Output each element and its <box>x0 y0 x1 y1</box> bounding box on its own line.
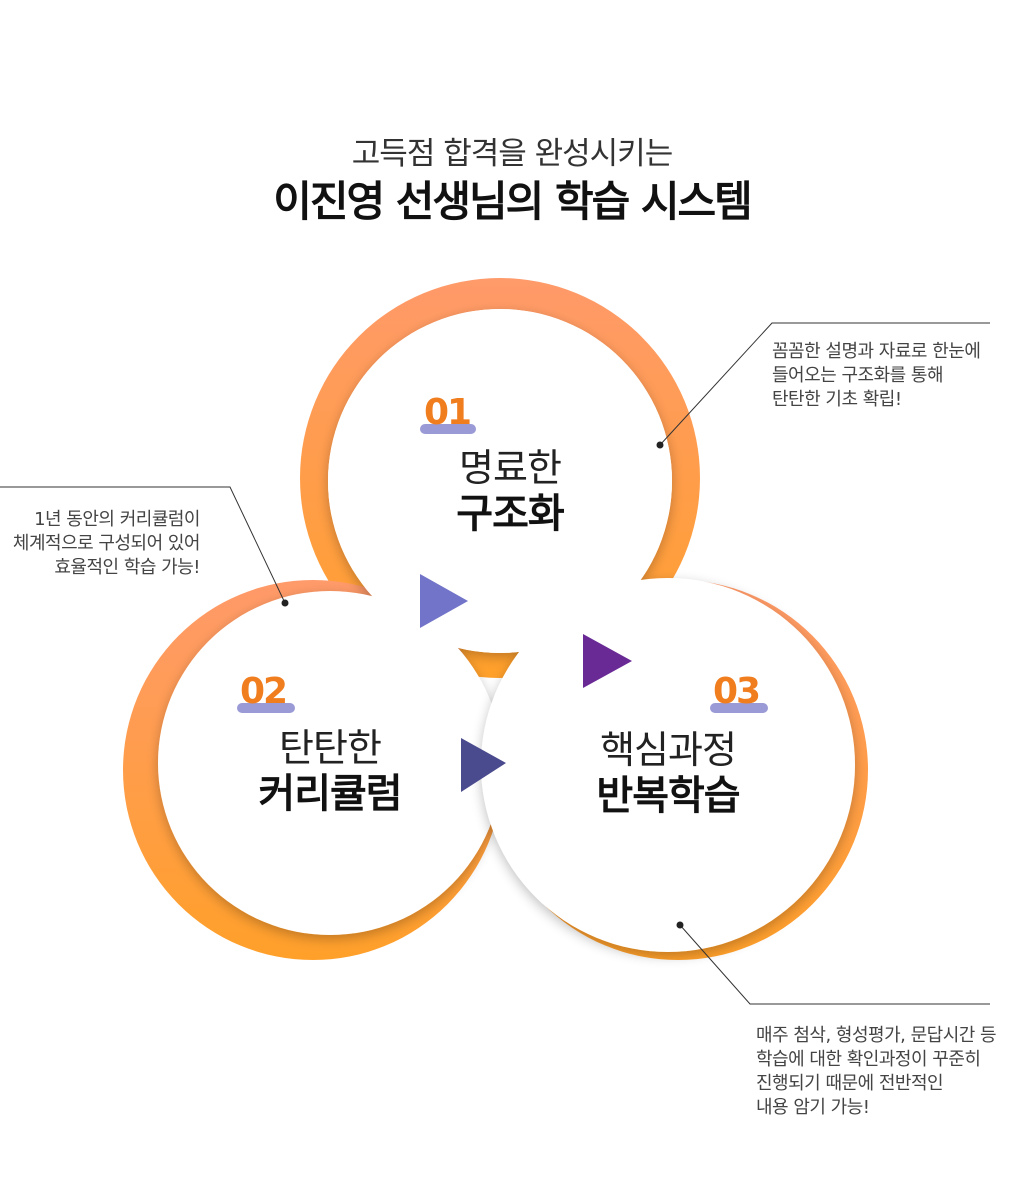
note-structure-line: 탄탄한 기초 확립! <box>772 389 902 410</box>
step-2-label: 탄탄한 커리큘럼 <box>200 726 460 818</box>
note-structure-line: 들어오는 구조화를 통해 <box>772 365 944 386</box>
step-2-title-line2: 커리큘럼 <box>258 771 402 817</box>
leader-lines <box>0 322 990 1005</box>
page-subtitle: 고득점 합격을 완성시키는 <box>351 136 673 172</box>
leader-dot-structure <box>656 441 664 449</box>
step-1-title-line1: 명료한 <box>459 446 562 490</box>
note-curriculum: 1년 동안의 커리큘럼이 체계적으로 구성되어 있어 효율적인 학습 가능! <box>12 508 201 580</box>
play-arrow-icon <box>420 574 468 628</box>
step-2-number: 02 <box>240 671 288 712</box>
step-3-number: 03 <box>713 671 761 712</box>
leader-line-repetition <box>679 924 990 1005</box>
leader-dot-repetition <box>676 921 684 929</box>
step-2-title-line1: 탄탄한 <box>279 726 382 770</box>
leader-line-curriculum <box>0 486 286 604</box>
note-repetition: 매주 첨삭, 형성평가, 문답시간 등 학습에 대한 확인과정이 꾸준히 진행되… <box>756 1024 997 1120</box>
note-curriculum-line: 효율적인 학습 가능! <box>54 557 200 578</box>
note-repetition-line: 학습에 대한 확인과정이 꾸준히 <box>756 1049 981 1070</box>
circle-repetition <box>481 578 855 952</box>
leader-line-structure <box>659 322 990 446</box>
note-repetition-line: 내용 암기 가능! <box>756 1097 870 1118</box>
note-repetition-line: 진행되기 때문에 전반적인 <box>756 1073 944 1094</box>
page-title: 이진영 선생님의 학습 시스템 <box>273 177 753 226</box>
step-3-title-line1: 핵심과정 <box>600 728 737 772</box>
note-structure: 꼼꼼한 설명과 자료로 한눈에 들어오는 구조화를 통해 탄탄한 기초 확립! <box>772 340 981 412</box>
step-3-label: 핵심과정 반복학습 <box>538 728 798 820</box>
note-repetition-line: 매주 첨삭, 형성평가, 문답시간 등 <box>756 1025 997 1046</box>
note-curriculum-line: 1년 동안의 커리큘럼이 <box>34 509 200 530</box>
play-arrow-icon <box>461 738 506 792</box>
inner-circles <box>158 309 855 952</box>
step-3-number-underline <box>710 703 768 713</box>
step-3-title-line2: 반복학습 <box>596 773 740 819</box>
leader-dot-curriculum <box>281 599 289 607</box>
step-2-number-underline <box>237 703 295 713</box>
step-1-label: 명료한 구조화 <box>380 446 640 538</box>
step-1-number: 01 <box>424 392 472 433</box>
play-arrow-icon <box>583 634 632 688</box>
step-1-number-underline <box>420 424 476 434</box>
note-curriculum-line: 체계적으로 구성되어 있어 <box>12 533 201 554</box>
step-1-title-line2: 구조화 <box>456 491 564 537</box>
leader-dots <box>281 441 684 929</box>
circle-structure-top <box>328 309 672 653</box>
note-structure-line: 꼼꼼한 설명과 자료로 한눈에 <box>772 341 981 362</box>
circle-curriculum <box>158 591 502 935</box>
